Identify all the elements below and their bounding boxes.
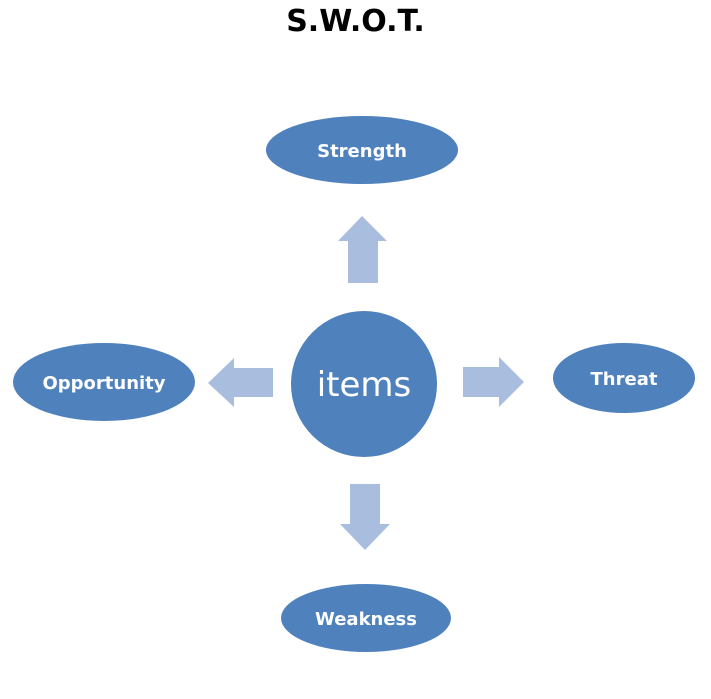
opportunity-ellipse — [13, 343, 195, 421]
threat-label: Threat — [591, 369, 658, 390]
weakness-ellipse — [281, 584, 451, 652]
center-circle — [291, 311, 437, 457]
threat-node: Threat — [553, 343, 695, 413]
arrow-left-icon — [208, 358, 273, 407]
arrow-down-icon — [340, 484, 390, 550]
strength-node: Strength — [266, 116, 458, 184]
center-label: items — [317, 365, 412, 405]
arrow-right-icon — [463, 357, 524, 407]
weakness-label: Weakness — [315, 609, 417, 630]
opportunity-node: Opportunity — [13, 343, 195, 421]
strength-label: Strength — [317, 141, 407, 162]
arrow-up-icon — [338, 216, 387, 283]
threat-ellipse — [553, 343, 695, 413]
diagram-title: S.W.O.T. — [286, 4, 425, 39]
opportunity-label: Opportunity — [42, 373, 165, 394]
center-node: items — [291, 311, 437, 457]
weakness-node: Weakness — [281, 584, 451, 652]
strength-ellipse — [266, 116, 458, 184]
